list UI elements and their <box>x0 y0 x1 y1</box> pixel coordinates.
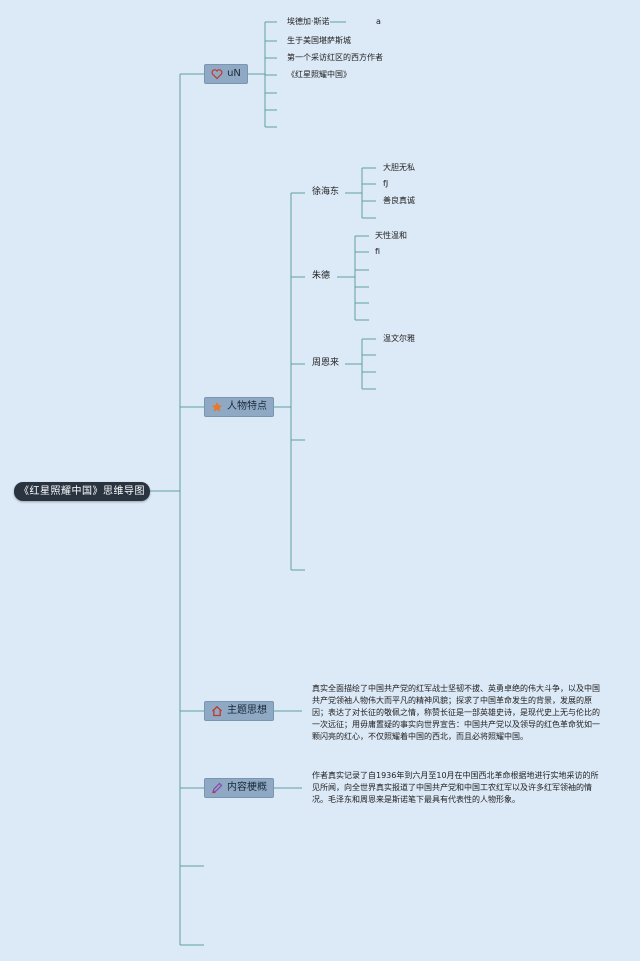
summary-text: 作者真实记录了自1936年到六月至10月在中国西北革命根据地进行实地采访的所见所… <box>312 771 599 804</box>
branch-author-label: uN <box>227 68 241 79</box>
trait-zhou-1: 温文尔雅 <box>383 334 415 343</box>
branch-characters-label: 人物特点 <box>227 401 267 412</box>
trait-zhu-2: fi <box>375 247 381 256</box>
trait-xu-3: 善良真诚 <box>383 196 415 205</box>
author-item-3: 第一个采访红区的西方作者 <box>287 53 383 62</box>
person-zhou-enlai[interactable]: 周恩来 <box>312 358 340 368</box>
pencil-icon <box>212 782 223 794</box>
root-node[interactable]: 《红星照耀中国》思维导图 <box>14 482 150 501</box>
person-xu-haidong[interactable]: 徐海东 <box>312 187 340 197</box>
branch-characters[interactable]: 人物特点 <box>204 397 274 417</box>
theme-text: 真实全面描绘了中国共产党的红军战士坚韧不拔、英勇卓绝的伟大斗争，以及中国共产党领… <box>312 684 600 741</box>
branch-summary[interactable]: 内容梗概 <box>204 778 274 798</box>
author-stray-text: a <box>376 17 381 26</box>
author-item-1: 埃德加·斯诺 <box>287 17 330 26</box>
author-item-2: 生于美国堪萨斯城 <box>287 36 351 45</box>
heart-icon <box>211 69 223 80</box>
branch-theme-label: 主题思想 <box>227 705 267 716</box>
house-icon <box>212 705 222 717</box>
branch-author[interactable]: uN <box>204 64 248 84</box>
trait-xu-1: 大胆无私 <box>383 163 415 172</box>
author-item-4: 《红星照耀中国》 <box>287 70 351 79</box>
person-zhu-de[interactable]: 朱德 <box>312 271 331 281</box>
trait-zhu-1: 天性温和 <box>375 231 407 240</box>
branch-theme[interactable]: 主题思想 <box>204 701 274 721</box>
branch-summary-label: 内容梗概 <box>227 782 267 793</box>
trait-xu-2: fJ <box>383 179 389 188</box>
star-icon <box>211 401 223 412</box>
